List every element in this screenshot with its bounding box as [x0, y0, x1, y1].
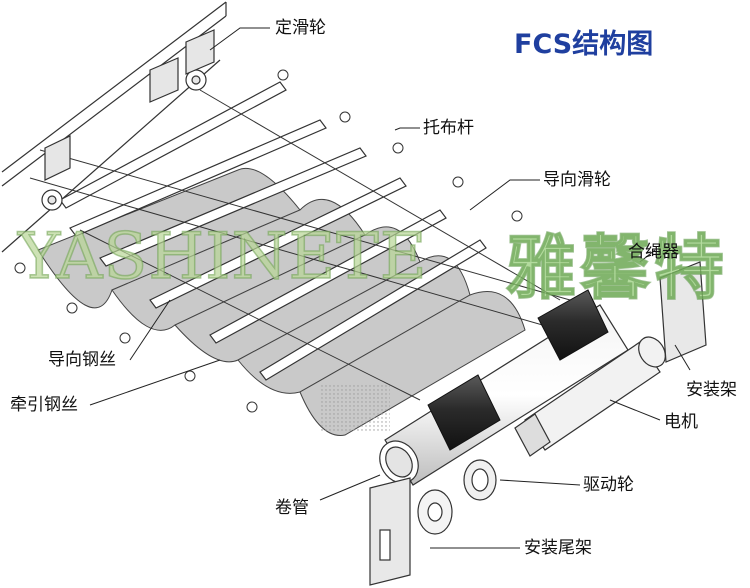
label-drive-wheel: 驱动轮 — [583, 475, 634, 495]
cable-drums — [427, 289, 609, 451]
watermark-chinese: 雅馨特 — [505, 225, 728, 310]
watermark-latin: YASHINETE — [17, 219, 428, 295]
fabric-texture — [320, 385, 390, 433]
fixed-pulley-brackets — [41, 29, 215, 211]
label-guide-wire: 导向钢丝 — [48, 350, 116, 370]
label-fabric-rod: 托布杆 — [423, 118, 474, 138]
fabric-rods — [59, 81, 487, 381]
guide-wires — [29, 89, 571, 401]
label-motor: 电机 — [664, 412, 698, 432]
label-guide-pulley: 导向滑轮 — [543, 170, 611, 190]
label-limiter: 合绳器 — [628, 242, 679, 262]
label-mount-bracket: 安装架 — [686, 380, 737, 400]
diagram-title: FCS结构图 — [514, 29, 654, 60]
end-bracket — [369, 477, 453, 586]
label-traction-wire: 牵引钢丝 — [10, 395, 78, 415]
small-pulleys — [14, 69, 523, 413]
label-fixed-pulley: 定滑轮 — [275, 18, 326, 38]
leader-lines — [89, 27, 691, 549]
limiter-and-bracket — [659, 261, 707, 363]
motor — [514, 336, 666, 457]
label-end-bracket: 安装尾架 — [524, 538, 592, 558]
label-roller-tube: 卷管 — [275, 498, 309, 518]
drive-wheel — [463, 459, 497, 501]
